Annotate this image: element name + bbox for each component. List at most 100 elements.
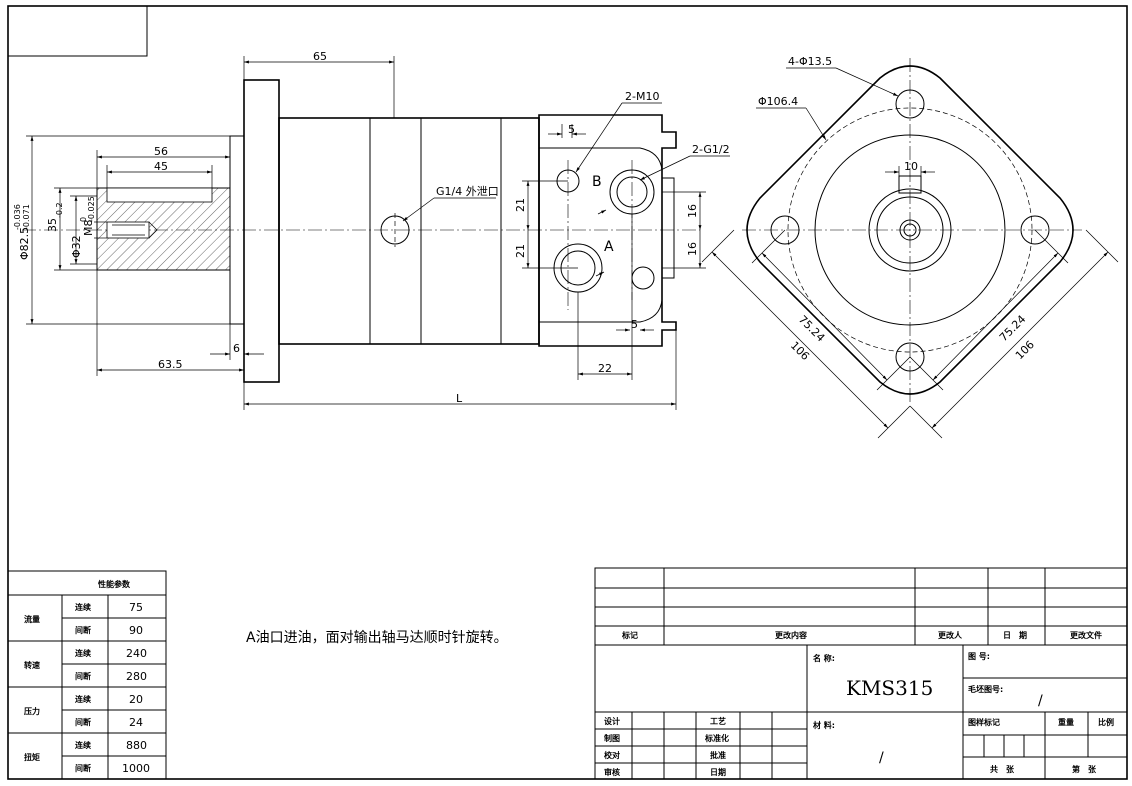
product-name: KMS315 [846,676,933,700]
row-value: 240 [126,647,147,660]
dim-63-5: 63.5 [158,358,183,371]
mount-hole-bottom [895,342,925,372]
dim-106-left: 106 [788,339,812,363]
sign-draw: 制图 [604,733,620,743]
row-value: 1000 [122,762,150,775]
blank-no-value: / [1038,693,1043,709]
group-name: 压力 [24,706,40,716]
m8-thread-hole [106,221,150,239]
row-mode: 连续 [75,602,91,612]
sheets-total: 共 张 [990,764,1015,774]
sign-approve: 批准 [710,750,726,760]
row-value: 75 [129,601,143,614]
group-name: 流量 [24,614,40,624]
tol-35: -0.2 [55,202,64,218]
sign-date: 日期 [710,767,726,777]
holes-4-dia-13-5: 4-Φ13.5 [788,55,832,68]
dim-65: 65 [313,50,327,63]
key [106,187,213,203]
callout-2-m10: 2-M10 [625,90,659,103]
dim-106-right: 106 [1013,338,1037,362]
scale-label: 比例 [1098,717,1114,727]
blank-no-label: 毛坯图号: [968,684,1003,694]
pilot-circle [814,134,1006,326]
performance-title: 性能参数 [98,579,131,589]
dim-10: 10 [904,160,918,173]
name-label: 名 称: [813,653,835,663]
row-mode: 连续 [75,694,91,704]
sheet-number: 第 张 [1072,764,1097,774]
rev-header-content: 更改内容 [775,630,807,640]
drawing-no-label: 图 号: [968,652,990,661]
rev-header-person: 更改人 [938,630,963,640]
tol-32-upper: 0 [79,217,88,222]
dim-16-top: 16 [686,204,699,218]
stage-label: 图样标记 [968,717,1000,727]
sign-design: 设计 [604,716,620,726]
row-value: 20 [129,693,143,706]
row-mode: 间断 [75,763,91,773]
weight-label: 重量 [1058,717,1074,727]
dim-75-24-left: 75.24 [796,313,827,344]
port-end-cover [538,114,677,347]
dim-22: 22 [598,362,612,375]
rotation-note: A油口进油，面对输出轴马达顺时针旋转。 [246,630,508,646]
dim-l: L [456,392,463,405]
m10-hole-bottom [631,266,655,290]
rev-header-file: 更改文件 [1070,630,1102,640]
tol-82-5-upper: -0.036 [13,204,22,230]
row-mode: 间断 [75,625,91,635]
row-mode: 间断 [75,717,91,727]
sign-standard: 标准化 [704,733,729,743]
performance-table: 性能参数 流量 连续 75 间断 90 转速 连续 240 间断 280 压力 … [7,570,167,780]
sign-process: 工艺 [710,716,726,726]
row-value: 880 [126,739,147,752]
drawing-border [7,5,1128,780]
material-label: 材 料: [813,720,835,730]
pcd-dia-106-4: Φ106.4 [758,95,798,108]
dim-dia-82-5: Φ82.5 [18,227,31,260]
row-mode: 连续 [75,740,91,750]
dim-dia-32: Φ32 [70,235,83,258]
group-name: 转速 [24,660,40,670]
row-value: 24 [129,716,143,729]
thread-m8-label: M8 [82,220,95,237]
title-block: 标记 更改内容 更改人 日 期 更改文件 名 称: KMS315 材 料: / … [594,567,1128,780]
row-mode: 间断 [75,671,91,681]
dim-21-bottom: 21 [514,244,527,258]
mount-hole-right [1020,215,1050,245]
dim-16-bottom: 16 [686,242,699,256]
dim-5-top: 5 [568,123,575,136]
dim-21-top: 21 [514,198,527,212]
port-a-label: A [604,239,614,255]
mounting-flange [243,79,280,383]
dim-5-bottom: 5 [631,318,638,331]
material-value: / [879,750,884,766]
shaft-keyway [898,175,922,194]
mount-hole-top [895,89,925,119]
group-name: 扭矩 [24,752,40,762]
sign-check: 校对 [604,750,620,760]
row-mode: 连续 [75,648,91,658]
dim-56: 56 [154,145,168,158]
port-b-label: B [592,174,602,190]
dim-75-24-right: 75.24 [997,313,1028,344]
callout-g14-drain: G1/4 外泄口 [436,185,499,198]
pcd-circle [787,107,1033,353]
end-view: 4-Φ13.5 Φ106.4 10 75.24 106 75.24 106 [701,55,1119,439]
sign-review: 审核 [604,767,620,777]
tol-32-lower: -0.025 [87,196,96,222]
callout-2-g12: 2-G1/2 [692,143,730,156]
dim-6: 6 [233,342,240,355]
row-value: 90 [129,624,143,637]
rev-header-mark: 标记 [621,630,638,640]
rev-header-date: 日 期 [1003,630,1027,640]
dim-45: 45 [154,160,168,173]
mount-hole-left [770,215,800,245]
tol-82-5-lower: -0.071 [22,204,31,230]
corner-label-box [7,5,148,57]
side-view: 65 56 45 63.5 6 L 22 5 [13,50,730,410]
row-value: 280 [126,670,147,683]
dim-35: 35 [46,218,59,232]
